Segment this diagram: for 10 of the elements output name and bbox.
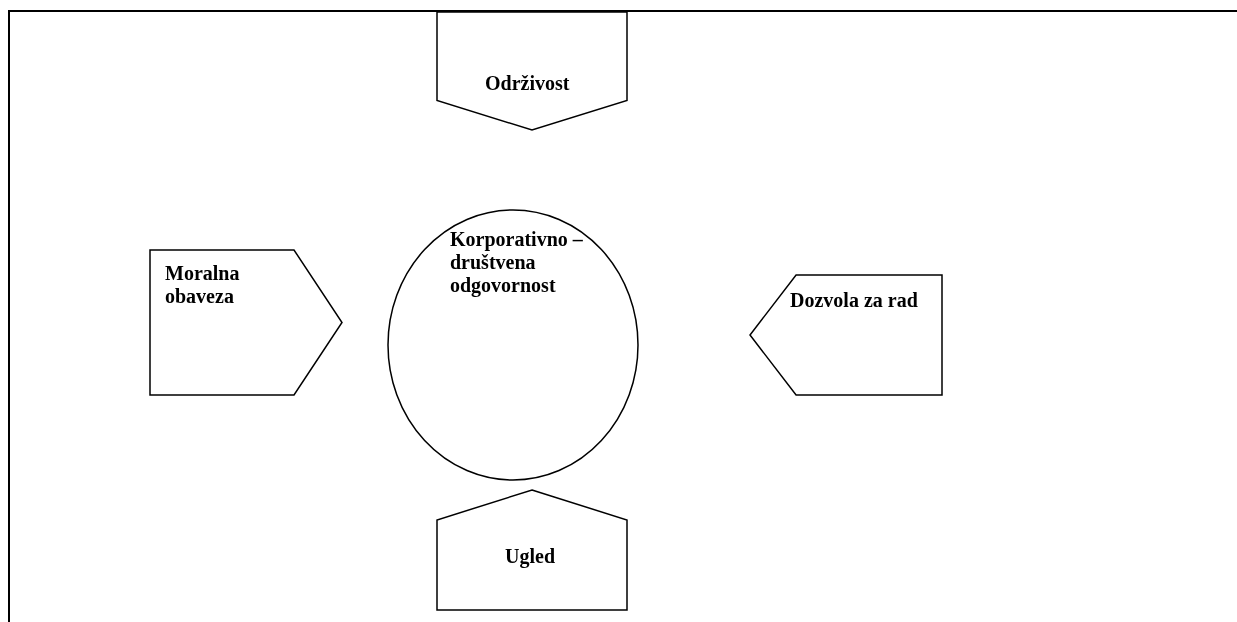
pentagon-arrow bbox=[150, 250, 342, 395]
pentagon-arrow bbox=[750, 275, 942, 395]
node-label: Ugled bbox=[505, 545, 556, 568]
pentagon-arrow bbox=[437, 490, 627, 610]
ellipse bbox=[388, 210, 638, 480]
pentagon-arrow bbox=[437, 12, 627, 130]
node-label: Moralna obaveza bbox=[165, 262, 241, 308]
node-label: Održivost bbox=[485, 72, 571, 95]
node-label: Dozvola za rad bbox=[790, 289, 919, 312]
node-label: Korporativno – društvena odgovornost bbox=[450, 228, 584, 297]
